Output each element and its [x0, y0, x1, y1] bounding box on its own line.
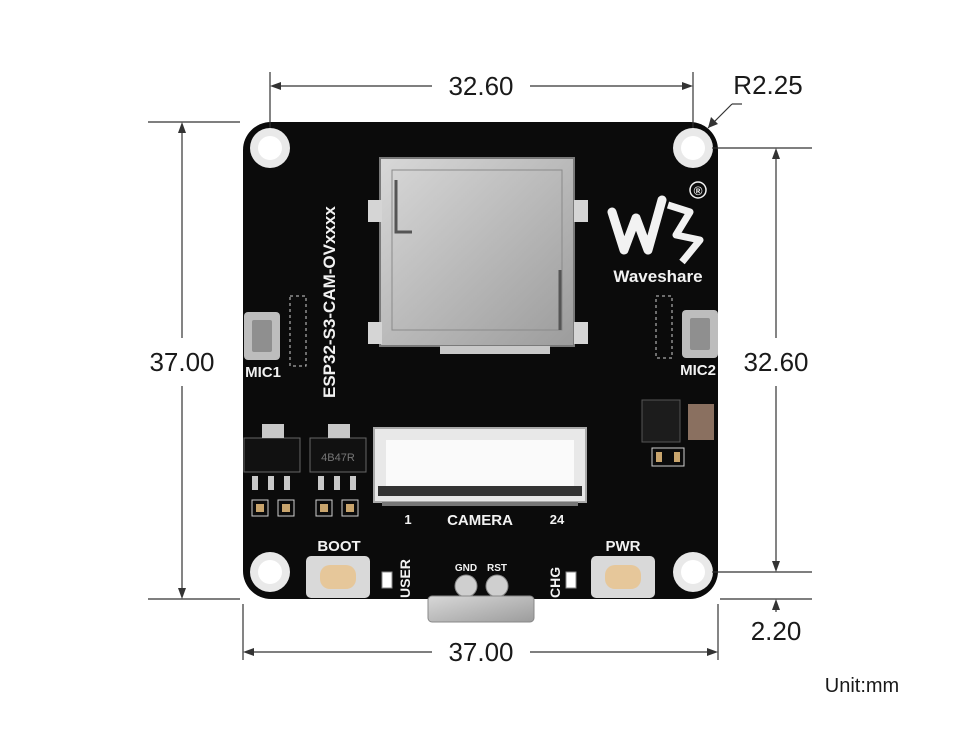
microsd-card-slot [368, 157, 588, 354]
voltage-regulator-1 [243, 424, 301, 490]
camera-label: CAMERA [447, 512, 513, 529]
hole-offset-label: 2.20 [751, 616, 802, 646]
top-width-label: 32.60 [448, 71, 513, 101]
regulator-marking: 4B47R [321, 452, 355, 464]
user-led: USER [381, 559, 413, 598]
boot-button: BOOT [306, 538, 370, 598]
mounting-hole-bottom-right [673, 552, 713, 592]
passive-components-left [251, 499, 359, 517]
rst-label: RST [487, 563, 507, 574]
corner-radius-label: R2.25 [733, 70, 802, 100]
pin-1-label: 1 [404, 512, 411, 527]
usb-c-port [427, 595, 535, 623]
pwr-button: PWR [591, 538, 655, 598]
mounting-hole-bottom-left [250, 552, 290, 592]
right-height-label: 32.60 [743, 347, 808, 377]
mounting-hole-top-right [673, 128, 713, 168]
brand-label: Waveshare [613, 267, 702, 286]
chg-label: CHG [547, 567, 563, 598]
pcb-outline [243, 122, 718, 599]
camera-fpc-connector: 1 CAMERA 24 [373, 427, 587, 529]
test-pads: GND RST [454, 563, 509, 598]
pwr-label: PWR [606, 538, 641, 555]
mounting-hole-top-left [250, 128, 290, 168]
pcb-board: ® Waveshare ESP32-S3-CAM-OVxxxx MIC1 MIC… [243, 122, 718, 623]
unit-label: Unit:mm [825, 675, 899, 697]
registered-mark: ® [694, 184, 703, 198]
boot-label: BOOT [317, 538, 360, 555]
dimension-annotations: 32.60 37.00 37.00 32.60 2.20 R [148, 70, 899, 697]
gnd-label: GND [455, 563, 477, 574]
bottom-width-label: 37.00 [448, 637, 513, 667]
mic1-label: MIC1 [245, 364, 281, 381]
left-height-label: 37.00 [149, 347, 214, 377]
voltage-regulator-2: 4B47R [309, 424, 367, 490]
user-label: USER [397, 559, 413, 598]
charge-led: CHG [547, 567, 577, 598]
pin-24-label: 24 [550, 512, 565, 527]
mic2-label: MIC2 [680, 362, 716, 379]
waveshare-logo: ® Waveshare [607, 181, 707, 286]
model-label: ESP32-S3-CAM-OVxxxx [320, 206, 339, 398]
microphone-1: MIC1 [244, 295, 307, 381]
power-ic [641, 399, 714, 467]
microphone-2: MIC2 [655, 295, 718, 379]
